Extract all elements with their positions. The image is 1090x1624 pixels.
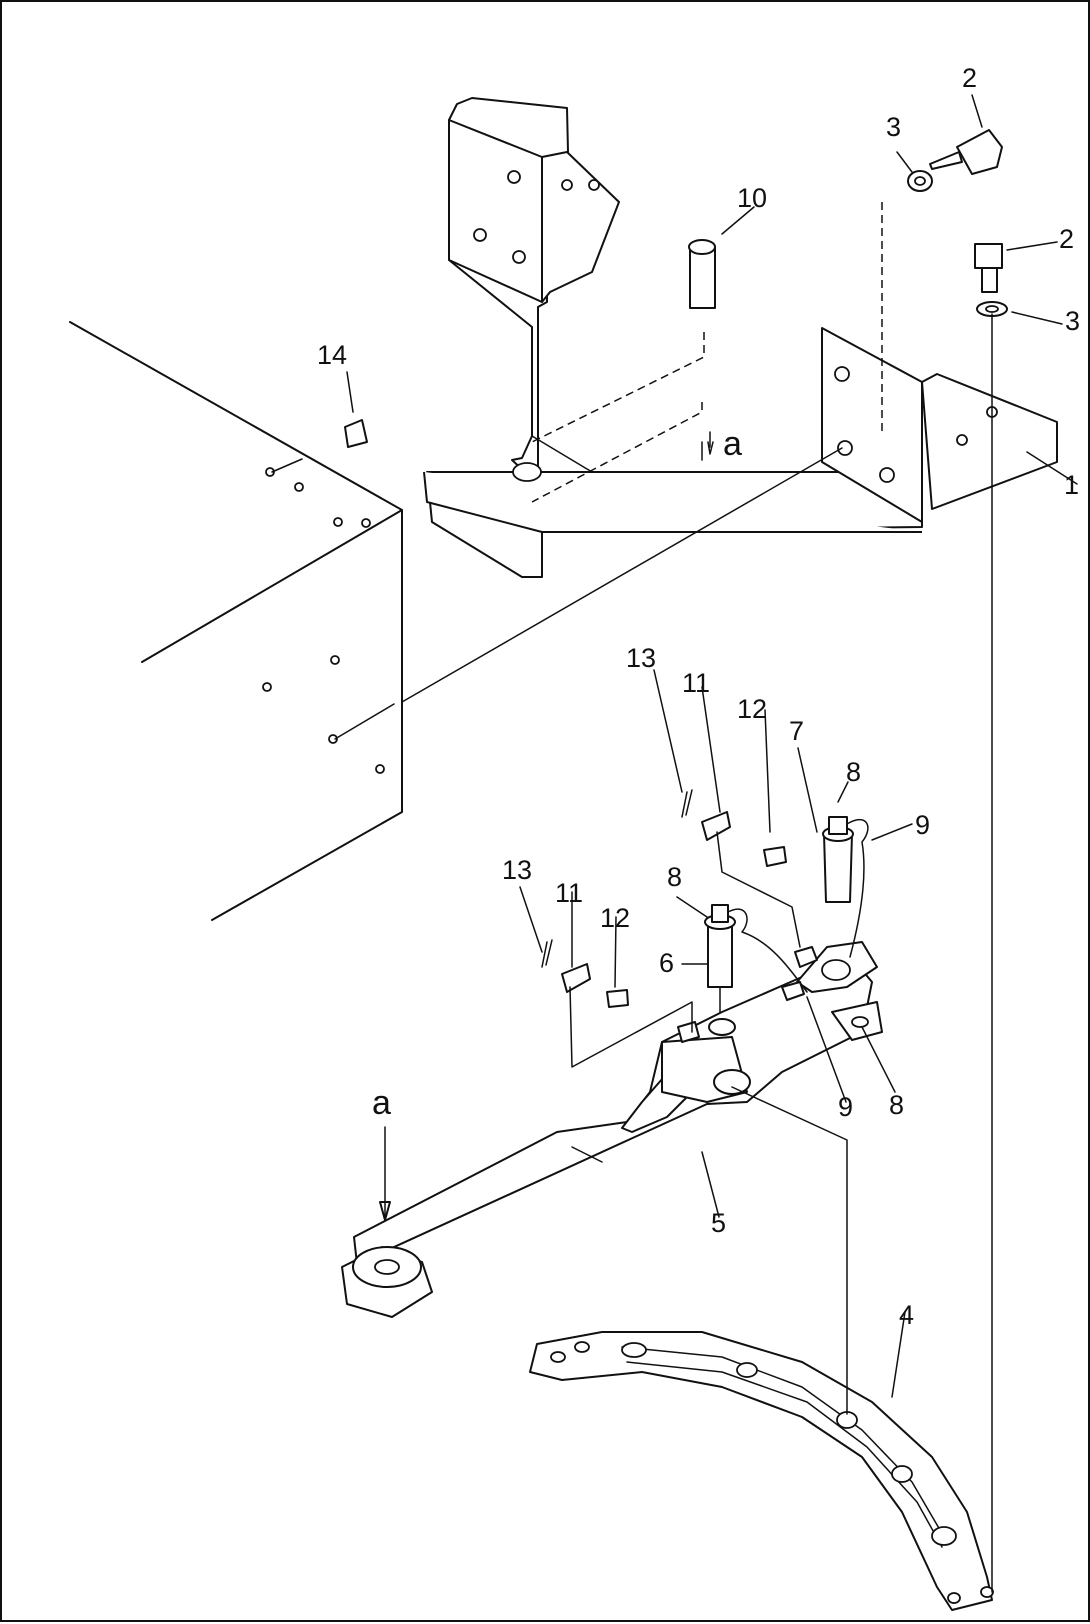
label-view-a-upper: a [723,425,742,463]
clip-13-upper [681,789,693,818]
chassis-hole [330,655,340,665]
plate-hole [574,1341,590,1353]
chassis-hole [333,517,343,527]
chassis-hole [265,467,275,477]
chassis-hole [375,764,385,774]
label-part-2a: 2 [962,63,977,93]
label-part-14: 14 [317,340,347,370]
bracket-hole [837,440,853,456]
label-part-12b: 12 [600,903,630,933]
bracket-hole [834,366,850,382]
plug-14 [344,419,368,448]
bolt-2-upper [956,129,1003,175]
label-part-13b: 13 [502,855,532,885]
plate-hole [736,1362,758,1378]
pin-7 [823,833,853,903]
chassis-hole [328,734,338,744]
bracket-part-1 [423,97,1058,578]
label-view-a-lower: a [372,1084,391,1122]
pin-10 [689,246,716,309]
bolt-12-upper [763,846,787,867]
chassis-hole [361,518,371,528]
bracket-hole [588,179,600,191]
label-part-9a: 9 [915,810,930,840]
label-part-12a: 12 [737,694,767,724]
label-part-7: 7 [789,716,804,746]
plate-part-4 [529,1331,994,1611]
arm-assembly-part-5 [341,941,883,1318]
label-part-11b: 11 [555,878,583,908]
fasteners-top [344,129,1008,448]
label-part-1: 1 [1064,470,1079,500]
label-part-6: 6 [659,948,674,978]
bracket-hole [512,250,526,264]
bolt-12-lower [606,989,629,1008]
bracket-hole [507,170,521,184]
plate-hole [621,1342,647,1358]
bracket-11-lower [561,963,591,993]
part-number-labels: 1 2 2 3 3 4 5 6 7 8 8 8 9 9 10 11 11 12 … [317,63,1080,1330]
clip-13-lower [541,939,553,968]
label-part-4: 4 [899,1300,914,1330]
bracket-hole [879,467,895,483]
label-part-8b: 8 [667,862,682,892]
label-part-3a: 3 [886,112,901,142]
leader-lines [346,94,1078,1398]
bracket-11-upper [701,811,731,841]
bracket-hole [512,462,542,482]
assembly-guide-lines [379,202,993,1593]
bracket-hole [561,179,573,191]
chassis-hole [294,482,304,492]
plate-hole [891,1465,913,1483]
label-part-8a: 8 [846,757,861,787]
pin-6 [707,921,733,988]
bolt-2-lower [974,243,1003,269]
chassis-hole [262,682,272,692]
bracket-hole [473,228,487,242]
bracket-hole [956,434,968,446]
label-part-13a: 13 [626,643,656,673]
label-part-2b: 2 [1059,224,1074,254]
label-part-11a: 11 [682,668,710,698]
plate-hole [931,1526,957,1546]
label-part-5: 5 [711,1208,726,1238]
plate-hole [980,1586,994,1598]
plate-hole [550,1351,566,1363]
label-part-10: 10 [737,183,767,213]
chassis-block [69,321,403,921]
label-part-3b: 3 [1065,306,1080,336]
pins-6-7-and-clips [541,789,869,1043]
label-part-9b: 9 [838,1092,853,1122]
label-part-8c: 8 [889,1090,904,1120]
plate-hole [947,1592,961,1604]
